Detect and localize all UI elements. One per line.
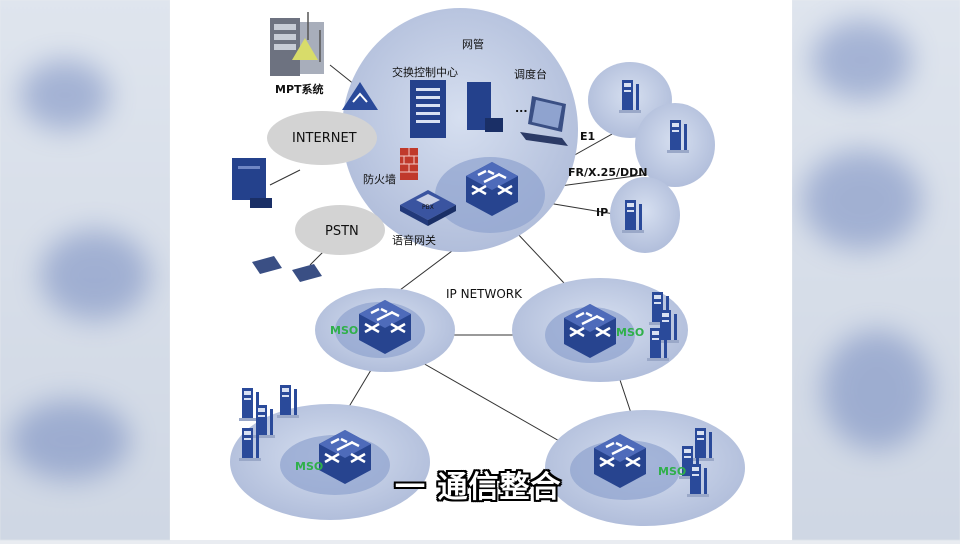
e1-label: E1: [580, 130, 595, 143]
ellipsis-label: ...: [515, 102, 528, 115]
pbx-label: PBX: [422, 204, 434, 211]
mso-bottom-left-label: MSO: [295, 460, 323, 473]
ip-label: IP: [596, 206, 608, 219]
nms-label: 网管: [462, 37, 484, 51]
pstn-label: PSTN: [325, 224, 359, 239]
internet-label: INTERNET: [292, 131, 357, 146]
internet-server-icon: [232, 158, 272, 208]
router-triangle-icon: [342, 82, 378, 110]
voice-gateway-label: 语音网关: [392, 233, 436, 247]
mso-bottom-right-label: MSO: [658, 465, 686, 478]
firewall-label: 防火墙: [363, 172, 396, 186]
network-diagram: MPT系统 网管 交换控制中心 调度台 ... INTERNET 防火墙 PST…: [170, 0, 792, 540]
mpt-server-icon: [270, 12, 324, 76]
telephone-icons: [252, 256, 322, 282]
switch-control-center-icon: [410, 80, 446, 138]
firewall-icon: [400, 148, 418, 180]
dispatch-desk-label: 调度台: [514, 67, 547, 81]
blurred-left-background: [0, 0, 170, 540]
switch-control-center-label: 交换控制中心: [392, 65, 458, 79]
dispatch-computer-icon: [520, 96, 568, 146]
video-subtitle: 一 通信整合: [395, 470, 562, 505]
mso-left-label: MSO: [330, 324, 358, 337]
ip-cloud: [610, 177, 680, 253]
blurred-right-background: [792, 0, 960, 540]
fr-x25-ddn-label: FR/X.25/DDN: [568, 166, 647, 179]
internet-cloud: [267, 111, 377, 165]
workstation-icon: [467, 82, 503, 132]
diagram-svg: MPT系统 网管 交换控制中心 调度台 ... INTERNET 防火墙 PST…: [230, 8, 745, 526]
ip-network-label: IP NETWORK: [446, 287, 523, 301]
pstn-cloud: [295, 205, 385, 255]
mso-right-label: MSO: [616, 326, 644, 339]
voice-gateway-icon: [400, 190, 456, 226]
mpt-system-label: MPT系统: [275, 82, 324, 96]
